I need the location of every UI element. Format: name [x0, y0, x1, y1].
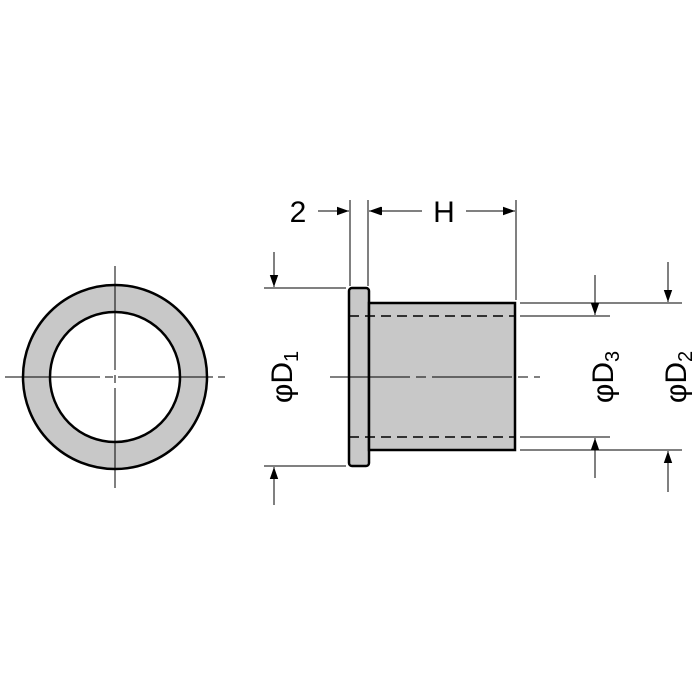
label-d3-subscript: 3 [602, 351, 624, 362]
dimension-d2 [610, 262, 682, 492]
label-d3-prefix: φD [587, 362, 620, 403]
end-view-ring [5, 266, 225, 488]
label-d2-subscript: 2 [675, 351, 697, 362]
dimension-height [370, 200, 517, 300]
label-d2: φD2 [660, 351, 697, 403]
label-d1-subscript: 1 [281, 351, 303, 362]
label-flange-thickness: 2 [290, 196, 307, 229]
dimension-d1 [264, 252, 346, 505]
label-d1: φD1 [266, 351, 303, 403]
dimension-flange-thickness [318, 200, 400, 286]
dimension-d3 [520, 275, 610, 478]
label-height: H [433, 196, 455, 229]
label-d3: φD3 [587, 351, 624, 403]
label-d2-prefix: φD [660, 362, 693, 403]
side-view-bushing [330, 286, 540, 468]
label-d1-prefix: φD [266, 362, 299, 403]
